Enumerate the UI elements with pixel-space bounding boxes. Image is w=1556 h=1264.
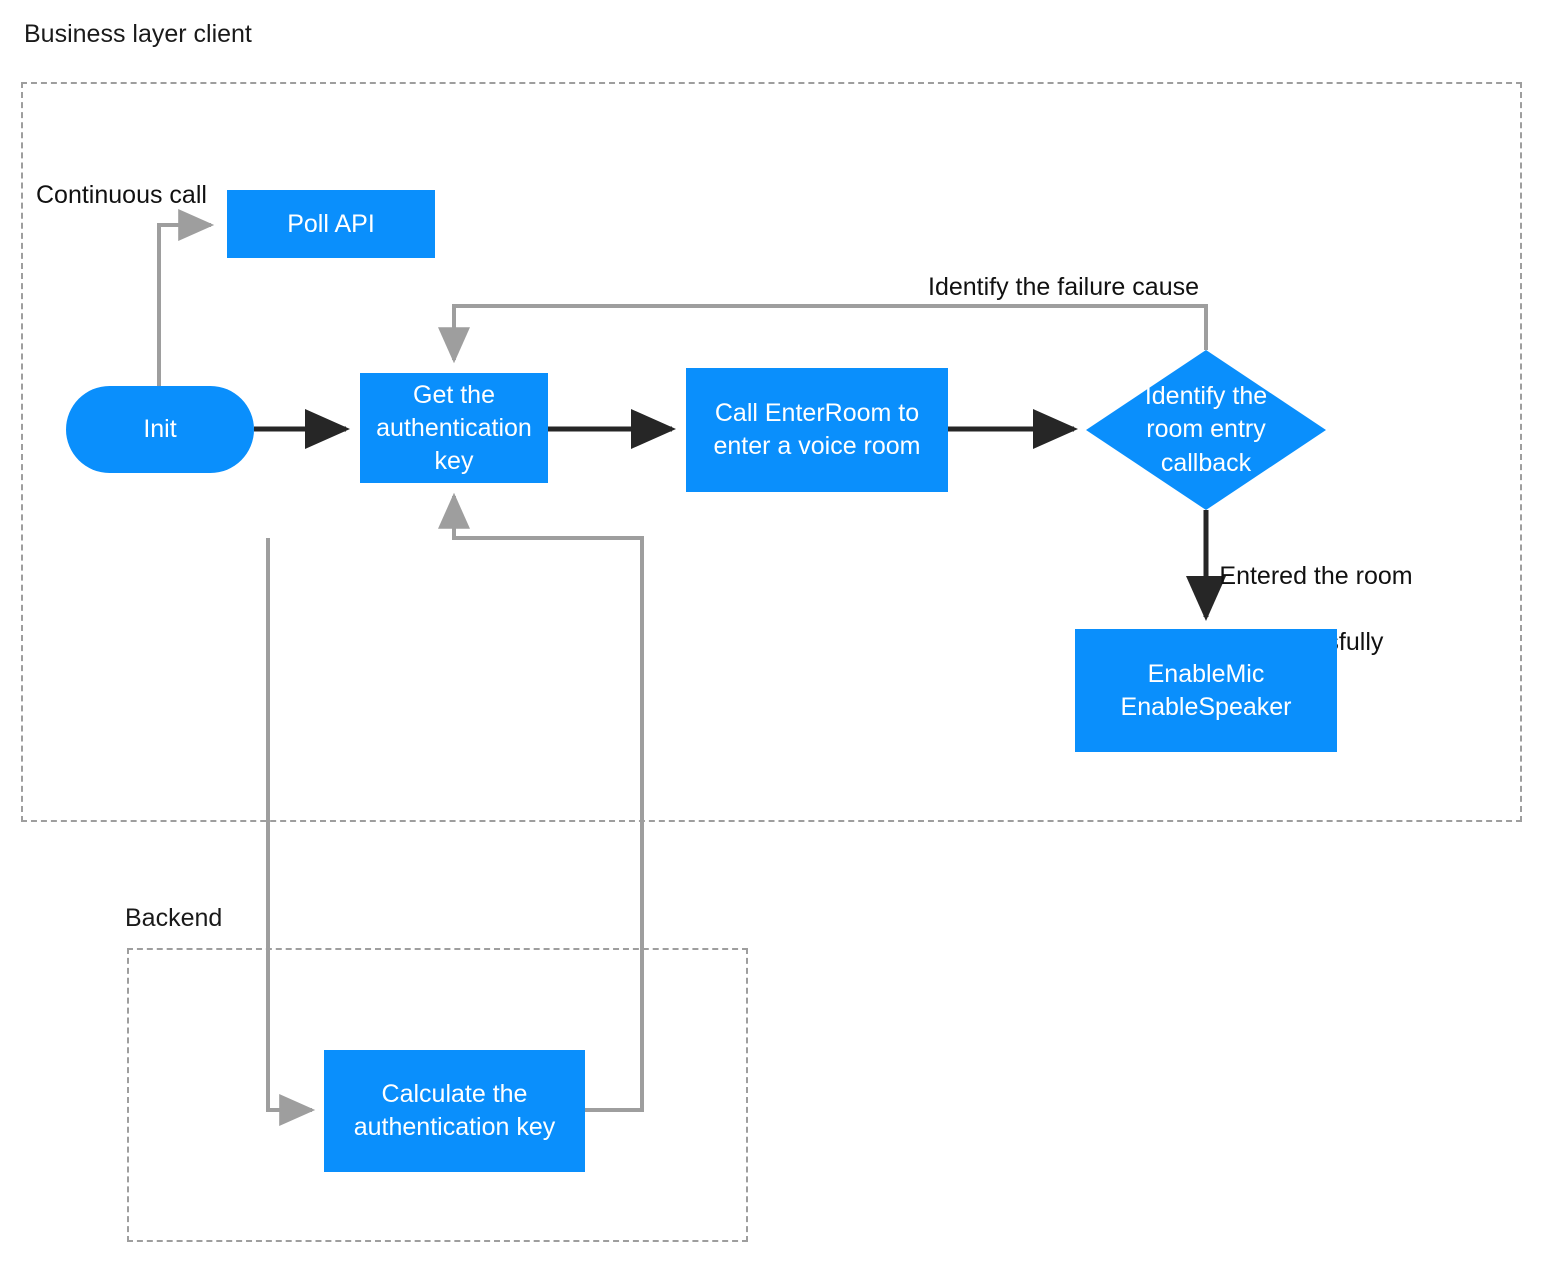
group-label-backend: Backend: [125, 904, 223, 932]
node-enable-mic-enable-speaker[interactable]: EnableMic EnableSpeaker: [1075, 629, 1337, 752]
node-get-auth-key-line1: Get the: [413, 380, 495, 409]
node-enable-media-line2: EnableSpeaker: [1120, 692, 1292, 721]
node-enter-room-line1: Call EnterRoom to: [714, 399, 920, 427]
node-call-enterroom[interactable]: Call EnterRoom to enter a voice room: [686, 368, 948, 492]
node-identify-callback-line1: Identify the: [1144, 381, 1268, 410]
node-get-auth-key-line3: key: [434, 446, 474, 475]
edge-label-identify-failure-cause: Identify the failure cause: [928, 273, 1199, 301]
node-calculate-key-line2: authentication key: [353, 1113, 556, 1141]
node-enable-media-line1: EnableMic: [1147, 659, 1265, 688]
node-get-authentication-key[interactable]: Get the authentication key: [360, 373, 548, 483]
node-poll-api[interactable]: Poll API: [227, 190, 435, 258]
node-identify-callback-line3: callback: [1160, 448, 1252, 477]
diamond-shape-icon: [1086, 350, 1326, 510]
node-identify-callback-text: Identify the room entry callback: [1120, 380, 1293, 481]
node-calculate-key-line1: Calculate the: [381, 1080, 528, 1108]
edge-label-entered-room-line1: Entered the room: [1219, 562, 1413, 590]
node-identify-callback-line2: room entry: [1146, 415, 1266, 444]
group-label-business-layer-client: Business layer client: [24, 20, 252, 48]
node-get-auth-key-line2: authentication: [376, 413, 532, 442]
group-boundary-business-layer-client: [21, 82, 1522, 822]
node-identify-room-entry-callback[interactable]: Identify the room entry callback: [1086, 350, 1326, 510]
node-calculate-authentication-key[interactable]: Calculate the authentication key: [324, 1050, 585, 1172]
node-init[interactable]: Init: [66, 386, 254, 473]
edge-label-continuous-call: Continuous call: [36, 181, 207, 209]
node-enter-room-line2: enter a voice room: [713, 432, 921, 460]
group-boundary-backend: [127, 948, 748, 1242]
